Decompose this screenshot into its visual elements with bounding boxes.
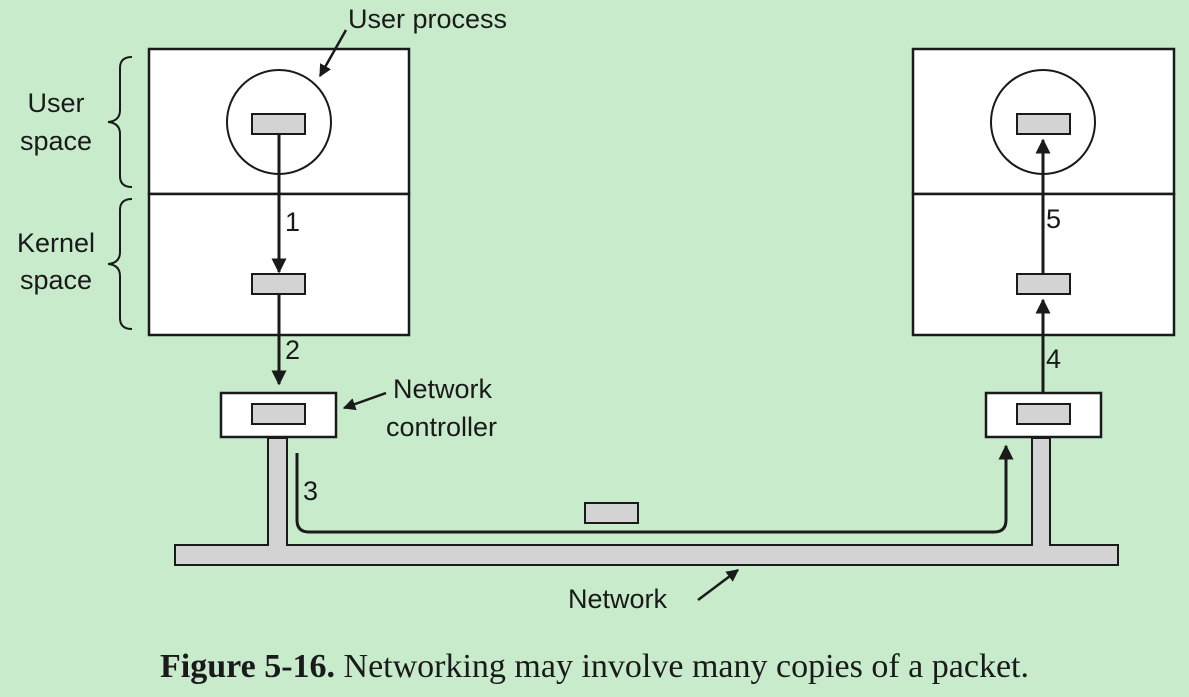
braces	[107, 56, 133, 330]
step-number-2: 2	[285, 335, 300, 365]
user-process-label: User process	[348, 4, 507, 34]
network-label: Network	[568, 584, 668, 614]
network-controller-label-line2: controller	[386, 412, 497, 442]
kernel-space-brace	[107, 198, 133, 330]
packet-on-network	[584, 502, 639, 524]
packet	[1016, 113, 1071, 135]
figure-number: Figure 5-16.	[160, 648, 336, 685]
arrow-step-3	[295, 444, 1014, 534]
label-pointers	[318, 29, 739, 601]
step-number-1: 1	[285, 207, 300, 237]
figure-caption: Figure 5-16. Networking may involve many…	[0, 648, 1189, 686]
kernel-space-label-line1: Kernel	[17, 228, 95, 258]
kernel-space-label-line2: space	[20, 265, 92, 295]
user-space-brace	[107, 56, 133, 188]
network-pointer	[697, 569, 739, 601]
step-number-5: 5	[1046, 204, 1061, 234]
packet	[1016, 403, 1071, 425]
user-space-label-line2: space	[20, 126, 92, 156]
user-space-label-line1: User	[27, 88, 84, 118]
packet	[251, 403, 306, 425]
packet	[251, 273, 306, 295]
copy-arrows	[271, 134, 1051, 534]
network-controller-label-line1: Network	[393, 374, 493, 404]
user-process-pointer	[318, 29, 348, 78]
figure-caption-text: Networking may involve many copies of a …	[343, 648, 1029, 685]
left-machine	[147, 47, 411, 439]
packet	[251, 113, 306, 135]
network-controller-pointer	[342, 391, 387, 411]
step-number-3: 3	[303, 476, 318, 506]
step-number-4: 4	[1046, 344, 1061, 374]
packet	[1016, 273, 1071, 295]
